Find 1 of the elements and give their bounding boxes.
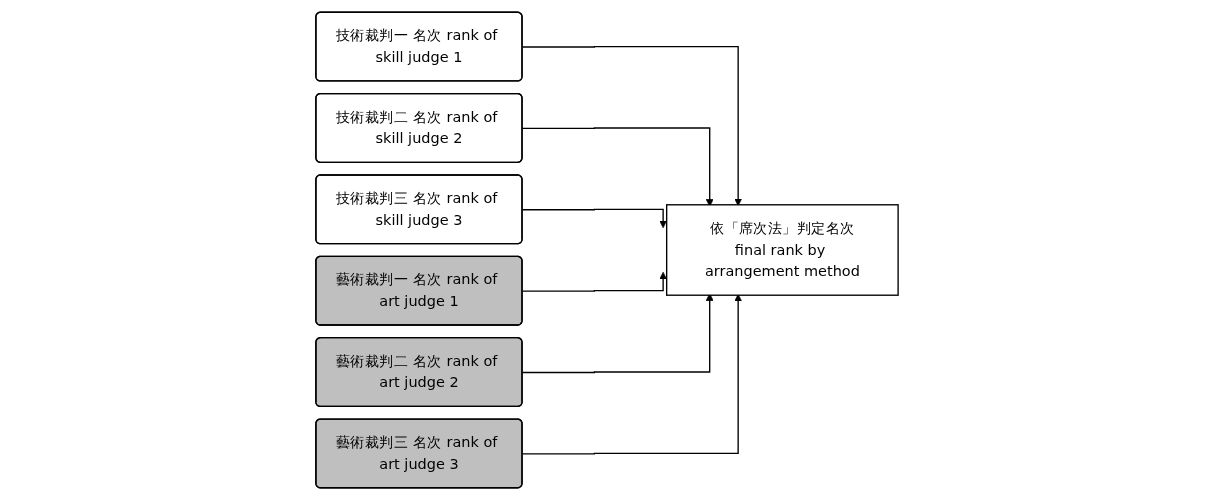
node-box: 依「席次法」判定名次 final rank by arrangement method xyxy=(666,203,899,296)
